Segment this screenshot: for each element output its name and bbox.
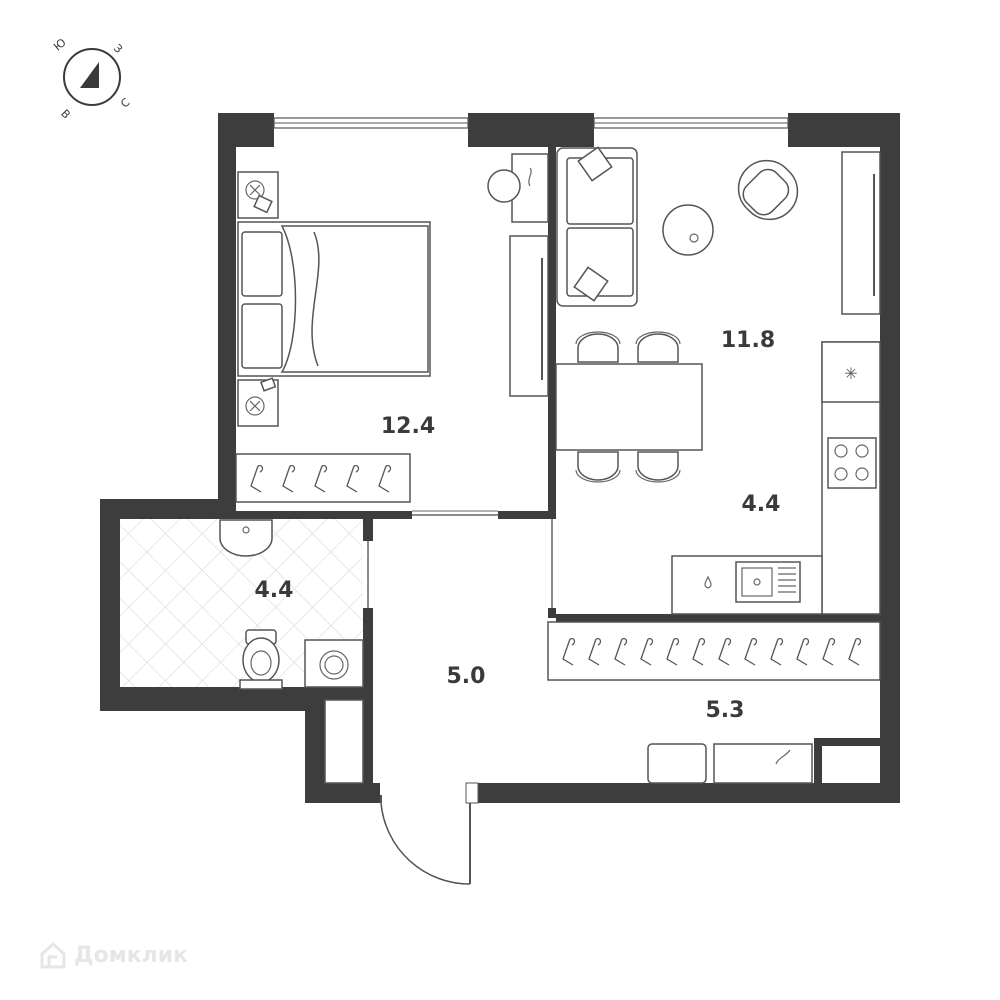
hanger-icon [282,464,296,493]
hanger-icon [588,637,602,666]
entrance-door [380,795,471,884]
area-label-bedroom: 12.4 [381,414,435,439]
hanger-icon [796,637,810,666]
chair-icon [637,451,679,481]
bench [647,743,707,784]
pillow-icon [241,303,283,369]
hanger-icon [822,637,836,666]
hanger-rack [235,453,411,503]
bedroom-furniture [235,153,549,503]
hangers-corridor [562,637,862,666]
windows [273,117,789,129]
burner-icon [834,467,848,481]
watermark-text: Домклик [74,942,189,968]
hanger-icon [770,637,784,666]
nightstand [237,171,279,219]
chair-icon [487,169,521,203]
compass-west-label: З [111,42,125,56]
water-drop-icon [704,575,712,589]
burner-icon [855,467,869,481]
burner-icon [834,444,848,458]
hanger-icon [718,637,732,666]
cushion-icon [573,266,609,302]
snowflake-icon: ✳ [844,364,857,383]
area-label-living: 11.8 [721,328,775,353]
hanger-icon [346,464,360,493]
burner-icon [855,444,869,458]
living-furniture [556,146,881,315]
compass-south-label: Ю [51,36,69,54]
hanger-icon [250,464,264,493]
hanger-icon [562,637,576,666]
washbasin [219,519,273,557]
house-logo-icon [40,941,66,969]
sink [735,561,801,603]
hanger-icon [614,637,628,666]
hanger-icon [378,464,392,493]
hanger-icon [848,637,862,666]
area-label-kitchen: 4.4 [742,492,781,517]
washing-machine [304,639,364,688]
hanger-icon [314,464,328,493]
fridge [821,341,881,403]
pillow-icon [241,231,283,297]
chair-icon [637,333,679,363]
compass-ring-icon [63,48,121,106]
chair-icon [577,451,619,481]
wardrobe-hangers [547,621,881,681]
hanger-icon [692,637,706,666]
stove [827,437,877,489]
bathroom-fixtures [219,519,364,690]
area-label-bathroom: 4.4 [255,578,294,603]
entrance-door-swing [380,802,471,885]
blanket [280,225,429,373]
chair-icon [577,333,619,363]
compass-north-label: С [118,95,132,110]
armchair-icon [737,159,799,221]
lamp-icon [245,396,265,416]
hanger-icon [666,637,680,666]
doors [367,510,553,885]
kitchen-units: ✳ [671,341,881,615]
hanger-icon [744,637,758,666]
coffee-table [662,204,714,256]
lamp-icon [245,180,265,200]
watermark: Домклик [38,940,188,970]
dining-set [555,331,703,483]
console [713,743,813,784]
area-label-corridor: 5.3 [706,698,745,723]
compass-east-label: В [58,107,73,122]
compass: Ю З С В [51,36,132,122]
hangers-bedroom [250,464,392,493]
dining-table [555,363,703,451]
compass-arrow-icon [80,62,99,88]
walls [100,113,900,803]
cushion-icon [577,146,613,182]
hanger-icon [640,637,654,666]
corridor-furniture [324,621,881,784]
drum-icon [319,650,349,680]
area-label-hall: 5.0 [447,664,486,689]
shoe-cabinet [324,699,364,784]
